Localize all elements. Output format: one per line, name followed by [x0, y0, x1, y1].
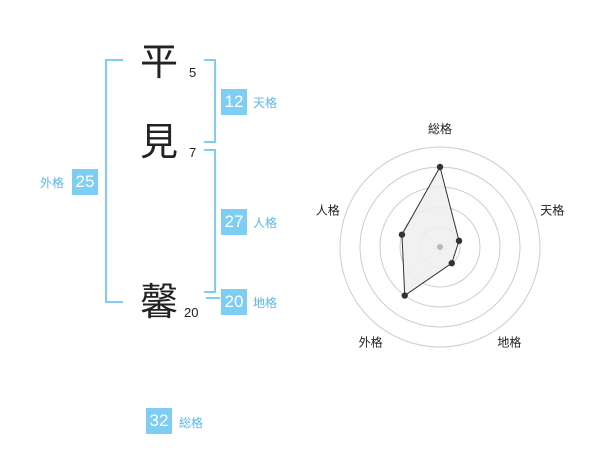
name-char-3: 馨 — [140, 280, 179, 324]
soukaku-label: 総格 — [179, 416, 204, 430]
radar-point-1 — [436, 163, 444, 171]
gaikaku-bracket — [105, 59, 123, 303]
radar-ring-5 — [339, 146, 541, 348]
name-char-2: 見 — [140, 120, 179, 164]
radar-polygon — [401, 165, 460, 297]
radar-axis-label-4: 外格 — [359, 334, 383, 349]
radar-axis-label-1: 総格 — [428, 121, 452, 136]
tenkaku-bracket — [204, 59, 216, 143]
chikaku-value: 20 — [221, 289, 247, 315]
stroke-count-1: 5 — [189, 65, 197, 80]
stroke-count-3: 20 — [184, 305, 199, 320]
stroke-count-2: 7 — [189, 145, 197, 160]
gaikaku-value: 25 — [72, 169, 98, 195]
radar-point-3 — [448, 259, 455, 267]
tenkaku-value: 12 — [221, 89, 247, 115]
radar-point-2 — [455, 237, 463, 245]
chikaku-connector — [206, 297, 220, 299]
radar-point-4 — [401, 292, 408, 299]
radar-axis-label-5: 人格 — [316, 203, 340, 218]
jinkaku-chikaku-bracket — [204, 149, 216, 293]
gaikaku-label: 外格 — [40, 176, 65, 190]
radar-point-5 — [398, 231, 406, 238]
jinkaku-value: 27 — [221, 209, 247, 235]
tenkaku-label: 天格 — [253, 96, 278, 110]
name-char-1: 平 — [140, 40, 179, 84]
chikaku-label: 地格 — [253, 296, 278, 310]
jinkaku-label: 人格 — [253, 216, 278, 230]
radar-axis-label-2: 天格 — [540, 203, 564, 218]
radar-axis-label-3: 地格 — [497, 334, 521, 349]
radar-center-dot — [437, 244, 443, 250]
soukaku-value: 32 — [146, 408, 172, 434]
